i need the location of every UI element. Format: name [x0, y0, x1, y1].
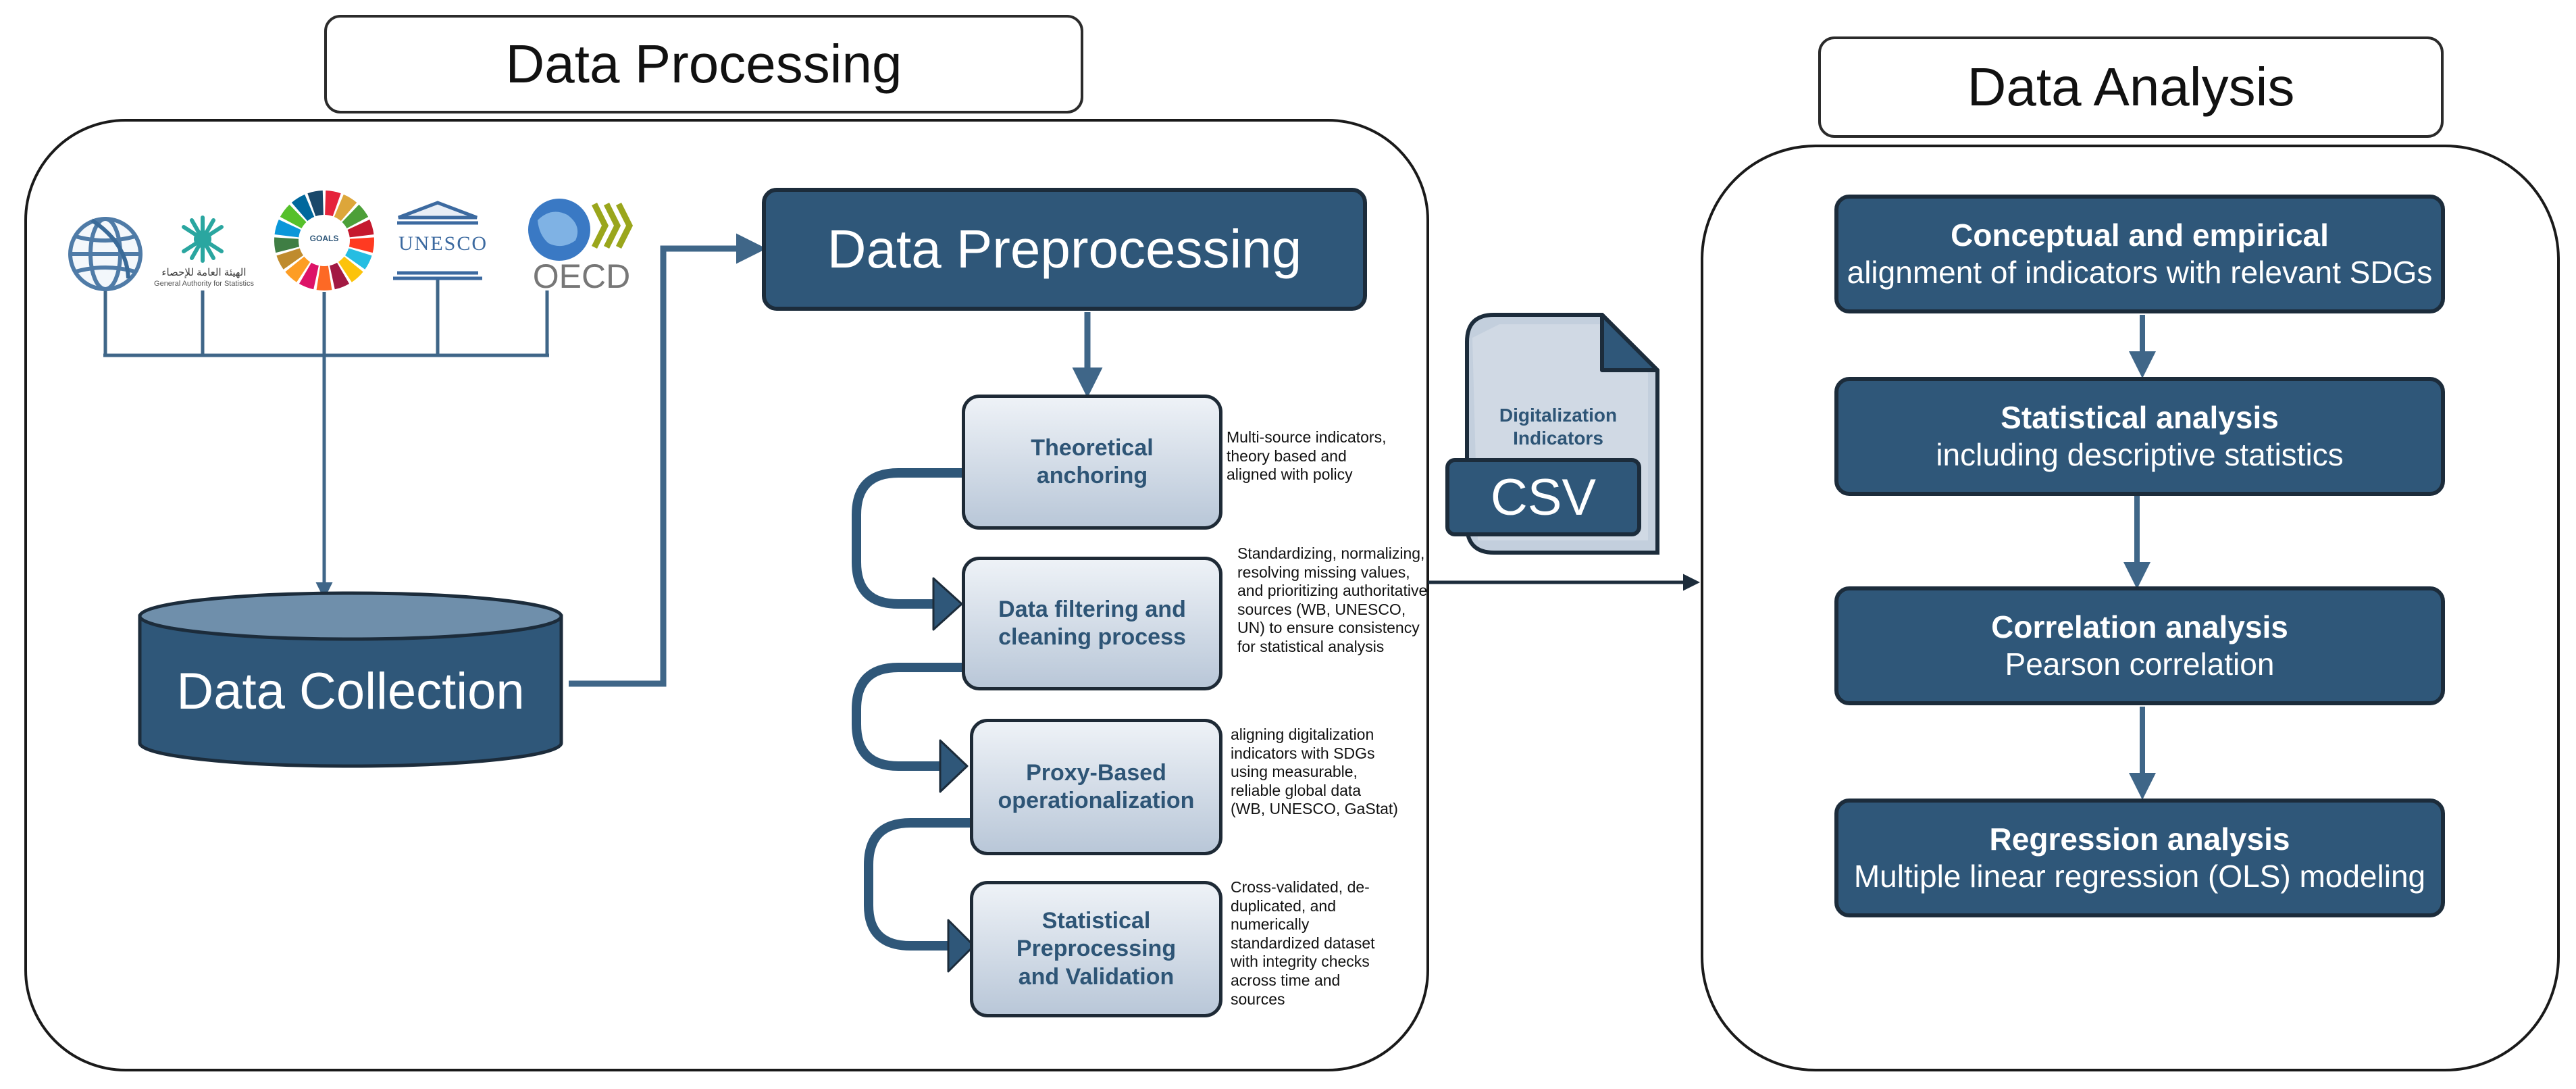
analysis-step-conceptual-detail: alignment of indicators with relevant SD…: [1847, 255, 2433, 290]
data-preprocessing-box: Data Preprocessing: [762, 188, 1367, 311]
sdg-wheel-segment: [316, 265, 332, 290]
step-feed-arrowheads: [932, 577, 975, 973]
sdg-wheel-segment: [307, 191, 324, 217]
step-data-filtering-note: Standardizing, normalizing, resolving mi…: [1237, 544, 1428, 655]
analysis-step-correlation-detail: Pearson correlation: [2005, 647, 2275, 682]
data-analysis-title: Data Analysis: [1818, 36, 2444, 138]
data-processing-title: Data Processing: [324, 15, 1083, 113]
analysis-step-statistical-detail: including descriptive statistics: [1936, 437, 2344, 472]
unesco-label: UNESCO: [398, 232, 488, 255]
step-theoretical-anchoring: Theoretical anchoring: [962, 395, 1222, 530]
sdg-wheel-segment: [338, 256, 363, 282]
oecd-icon: [528, 199, 634, 261]
data-collection-cylinder: [138, 591, 563, 768]
step-statistical-preprocessing-note: Cross-validated, de-duplicated, and nume…: [1231, 878, 1375, 1008]
analysis-step-regression-heading: Regression analysis: [1989, 821, 2290, 857]
sdg-wheel-segment: [325, 191, 341, 217]
sdg-wheel-segment: [276, 248, 304, 270]
oecd-label: OECD: [532, 257, 631, 295]
sdg-wheel-segment: [349, 237, 374, 253]
analysis-step-correlation: Correlation analysis Pearson correlation: [1834, 586, 2445, 705]
analysis-step-statistical-heading: Statistical analysis: [2001, 399, 2279, 435]
analysis-step-regression-detail: Multiple linear regression (OLS) modelin…: [1853, 859, 2426, 894]
gastat-caption: General Authority for Statistics: [154, 280, 254, 288]
sdg-wheel-segment: [330, 262, 350, 290]
gastat-arabic-caption: الهيئة العامة للإحصاء: [161, 267, 247, 278]
world-bank-icon: [68, 217, 143, 291]
sdg-wheel-segment: [334, 194, 357, 222]
step-theoretical-anchoring-note: Multi-source indicators, theory based an…: [1227, 428, 1387, 484]
sdg-wheel-segment: [280, 204, 307, 229]
sdg-wheel-segment: [299, 262, 319, 290]
unesco-icon: [393, 201, 482, 280]
sdg-wheel-icon: [274, 191, 374, 290]
analysis-step-conceptual: Conceptual and empirical alignment of in…: [1834, 195, 2445, 313]
step-data-filtering: Data filtering and cleaning process: [962, 557, 1222, 690]
sdg-wheel-center: [300, 216, 349, 265]
data-collection-label: Data Collection: [176, 663, 525, 720]
sdg-wheel-segment: [285, 256, 311, 282]
collection-to-preprocessing-arrow: [569, 233, 767, 687]
analysis-step-conceptual-heading: Conceptual and empirical: [1951, 217, 2329, 253]
csv-label: CSV: [1445, 458, 1641, 536]
sdg-wheel-segment: [274, 237, 300, 253]
csv-caption: Digitalization Indicators: [1499, 405, 1618, 449]
sdg-wheel-segment: [344, 248, 372, 270]
sdg-wheel-segment: [342, 204, 369, 229]
analysis-step-correlation-heading: Correlation analysis: [1991, 609, 2288, 644]
sdg-wheel-center-label: GOALS: [309, 234, 339, 243]
step-statistical-preprocessing: Statistical Preprocessing and Validation: [970, 881, 1222, 1017]
analysis-step-statistical: Statistical analysis including descripti…: [1834, 377, 2445, 496]
gastat-icon: [182, 216, 224, 263]
step-proxy-based: Proxy-Based operationalization: [970, 719, 1222, 855]
analysis-step-regression: Regression analysis Multiple linear regr…: [1834, 799, 2445, 917]
sdg-wheel-segment: [274, 220, 301, 238]
step-proxy-based-note: aligning digitalization indicators with …: [1231, 726, 1398, 818]
sdg-wheel-segment: [291, 194, 315, 222]
step-feed-curves: [852, 468, 970, 951]
sdg-wheel-segment: [347, 220, 374, 238]
